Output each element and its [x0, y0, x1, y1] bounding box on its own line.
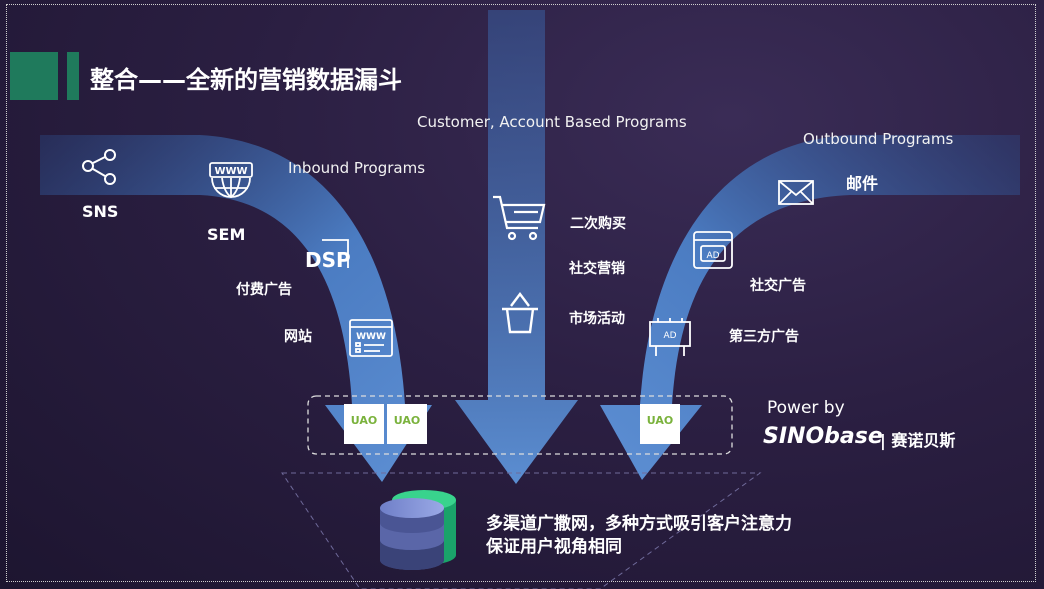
inbound-item-sem: SEM: [207, 225, 245, 244]
sinobase-brand: SINObase: [763, 424, 883, 449]
title-accent-block: [10, 52, 58, 100]
dsp-label: DSP: [305, 248, 351, 272]
center-item-repurchase: 二次购买: [570, 213, 626, 233]
center-item-social-marketing: 社交营销: [569, 258, 625, 278]
title-accent-bar: [67, 52, 79, 100]
uao-logo: UAO: [387, 404, 427, 444]
page-title: 整合——全新的营销数据漏斗: [90, 60, 402, 95]
inbound-item-paid-ads: 付费广告: [236, 279, 292, 299]
power-by-label: Power by: [767, 398, 845, 418]
svg-text:AD: AD: [663, 331, 676, 341]
uao-logo: UAO: [640, 404, 680, 444]
inbound-label: Inbound Programs: [288, 159, 425, 177]
outbound-label: Outbound Programs: [803, 130, 953, 148]
outbound-item-email: 邮件: [846, 170, 878, 194]
sinobase-brand-cn: | 赛诺贝斯: [880, 427, 955, 451]
summary-line-2: 保证用户视角相同: [486, 532, 622, 557]
summary-line-1: 多渠道广撒网，多种方式吸引客户注意力: [486, 509, 792, 534]
center-arrow: [455, 10, 578, 484]
center-item-market-activity: 市场活动: [569, 308, 625, 328]
svg-text:WWW: WWW: [214, 166, 247, 177]
outbound-item-social-ads: 社交广告: [750, 275, 806, 295]
uao-logo: UAO: [344, 404, 384, 444]
svg-text:AD: AD: [706, 251, 719, 261]
center-stream-label: Customer, Account Based Programs: [417, 113, 687, 131]
svg-text:WWW: WWW: [356, 332, 386, 342]
database-icon: [380, 490, 456, 570]
inbound-item-sns: SNS: [82, 202, 118, 221]
inbound-item-website: 网站: [284, 326, 312, 346]
outbound-item-third-party-ads: 第三方广告: [729, 326, 799, 346]
